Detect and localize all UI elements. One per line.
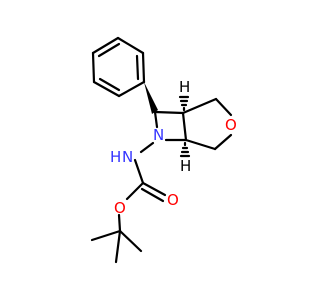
amine-nitrogen-label: N [122,148,133,166]
bond [117,213,122,233]
phenyl-ring [91,36,146,98]
bond [117,80,146,98]
bond [213,133,233,151]
structure-diagram: N N H O O O H H [90,36,237,264]
bond [141,181,167,197]
bond [91,36,120,55]
stereo-h-bottom-label: H [180,157,191,175]
double-bond-inner [135,54,140,81]
bond [214,97,233,117]
wedge-bond [144,82,158,114]
bond [184,138,217,151]
bond [181,97,218,115]
bond [92,80,121,98]
bond [116,36,145,55]
bond [90,229,122,242]
bond [133,158,145,185]
bond [125,181,145,201]
amine-hydrogen-label: H [110,148,121,166]
hashed-bond-bottom [179,141,191,158]
bond [91,51,96,84]
bond [114,229,122,264]
bond [139,141,155,154]
double-bond-inner [98,77,121,92]
double-bond-inner [97,42,121,58]
ring-nitrogen-label: N [153,126,164,144]
ester-oxygen-label: O [114,199,126,217]
bond [181,111,188,142]
bond [153,110,159,129]
stereo-h-top-label: H [179,78,190,96]
carbonyl-oxygen-label: O [167,191,179,209]
bond [141,51,146,84]
ring-oxygen-label: O [225,116,237,134]
bond [118,229,143,253]
double-bond-inner [140,187,165,203]
hashed-bond-top [178,95,190,112]
bond [153,110,185,115]
